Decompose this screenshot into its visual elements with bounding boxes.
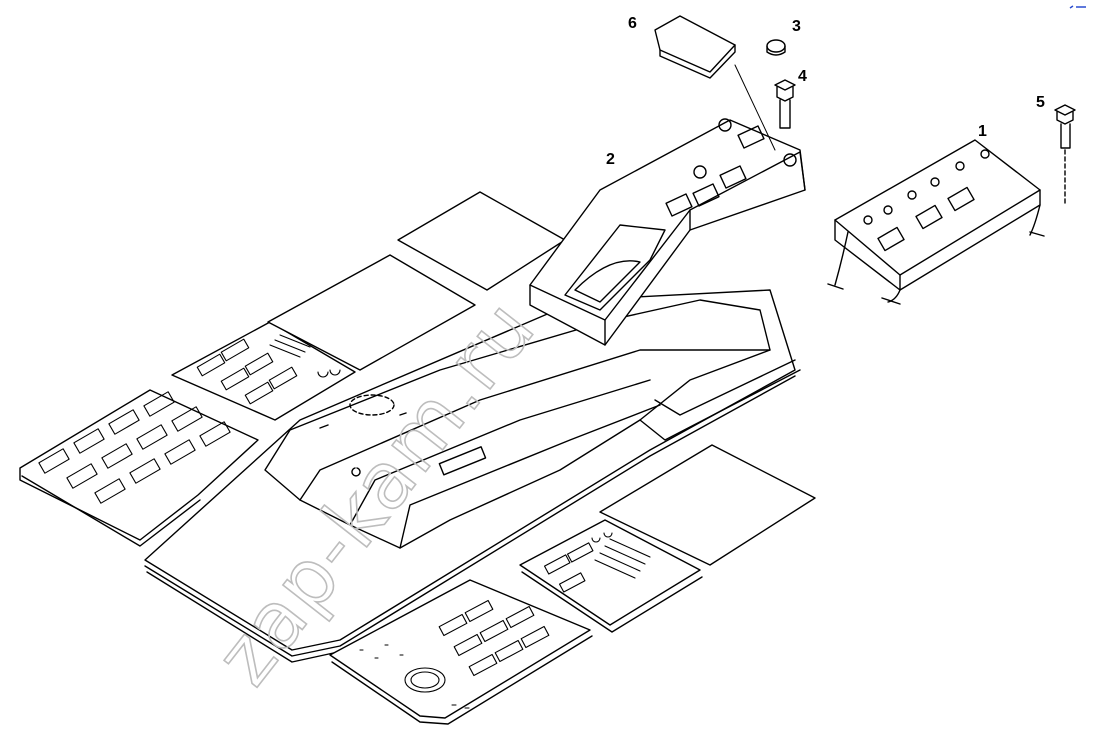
right-cover-plate: [599, 444, 816, 566]
left-rear-mat: [171, 321, 356, 421]
cover-lid: [654, 15, 776, 151]
right-front-mat: [329, 579, 593, 725]
bolt-5: [1054, 104, 1076, 206]
callout-2: 2: [606, 151, 615, 168]
callout-5: 5: [1036, 94, 1045, 111]
callout-1: 1: [978, 123, 987, 140]
center-console: [529, 118, 806, 346]
nut: [766, 39, 786, 56]
corner-mark-icon: [1069, 5, 1086, 9]
floor-assembly: [144, 289, 801, 663]
callout-6: 6: [628, 15, 637, 32]
right-rear-mat: [519, 519, 703, 633]
callout-labels: 1 2 3 4 5 6: [606, 15, 1045, 168]
frame-bracket: [827, 139, 1045, 305]
left-front-mat: [19, 389, 259, 547]
left-cover-plates: [267, 191, 566, 371]
callout-3: 3: [792, 18, 801, 35]
callout-4: 4: [798, 68, 807, 85]
bolt-4: [774, 79, 796, 129]
